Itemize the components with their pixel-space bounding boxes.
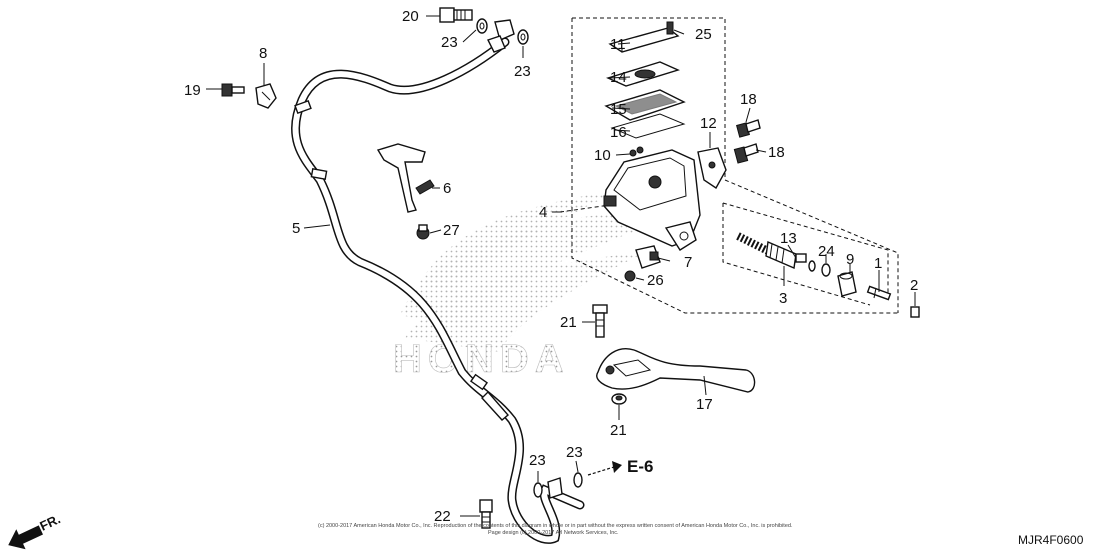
washer-13 xyxy=(808,260,816,272)
callout-23-a: 23 xyxy=(441,34,458,51)
screw-27 xyxy=(416,224,430,240)
reference-arrow xyxy=(587,461,622,476)
push-rod-1 xyxy=(866,285,892,301)
callout-7: 7 xyxy=(684,254,692,271)
callout-2: 2 xyxy=(910,277,918,294)
hose-guide-bracket xyxy=(376,143,435,213)
callout-17: 17 xyxy=(696,396,713,413)
master-cylinder-body xyxy=(603,149,701,251)
callout-27: 27 xyxy=(443,222,460,239)
callout-1: 1 xyxy=(874,255,882,272)
callout-15: 15 xyxy=(610,101,627,118)
callout-21-top: 20 xyxy=(402,8,419,25)
callout-6: 6 xyxy=(443,180,451,197)
hose-clamp-8 xyxy=(255,83,277,109)
cap-screw-25 xyxy=(666,21,674,35)
callout-24: 24 xyxy=(818,243,835,260)
callout-9: 9 xyxy=(846,251,854,268)
callout-18-upper: 18 xyxy=(740,91,757,108)
sealing-washer-lower xyxy=(533,472,583,498)
honda-watermark-text: HONDA xyxy=(393,337,570,381)
callout-18-lower: 18 xyxy=(768,144,785,161)
bolt-20 xyxy=(221,83,245,97)
reservoir-cap xyxy=(608,27,680,53)
callout-10: 10 xyxy=(594,147,611,164)
master-cylinder-holder xyxy=(697,147,727,190)
lever-pivot-bolt xyxy=(592,304,608,338)
callout-8: 8 xyxy=(259,45,267,62)
float-stopper-10 xyxy=(629,146,644,157)
clutch-lever xyxy=(596,348,756,393)
clutch-switch xyxy=(635,245,661,269)
callout-23-b: 23 xyxy=(514,63,531,80)
callout-12: 12 xyxy=(700,115,717,132)
callout-14: 14 xyxy=(610,69,627,86)
front-direction-arrow-icon xyxy=(8,525,43,550)
banjo-bolt-lower xyxy=(479,499,493,529)
diaphragm-plate xyxy=(606,61,680,87)
callout-22: 21 xyxy=(610,422,627,439)
callout-11: 11 xyxy=(610,36,626,53)
piston-set xyxy=(736,232,807,270)
diaphragm xyxy=(604,89,686,121)
clutch-hose xyxy=(291,37,585,544)
hose-fitting-top xyxy=(487,19,515,53)
callout-25: 25 xyxy=(695,26,712,43)
callout-19: 21 xyxy=(560,314,577,331)
callout-23-d: 23 xyxy=(566,444,583,461)
callout-26: 26 xyxy=(647,272,664,289)
lever-pivot-nut xyxy=(611,393,627,405)
leader-lines xyxy=(206,15,916,517)
float-plate xyxy=(610,113,686,139)
callout-16: 16 xyxy=(610,124,627,141)
callouts: 20 23 23 8 19 5 6 27 4 11 25 14 15 16 10… xyxy=(184,8,918,525)
boot-9 xyxy=(837,271,857,297)
switch-screw-26 xyxy=(624,270,636,282)
hose-fitting-lower xyxy=(547,477,563,499)
copyright-line-1: (c) 2000-2017 American Honda Motor Co., … xyxy=(318,523,793,529)
copyright-line-2: Page design (c) 2000-2017 Arl Network Se… xyxy=(488,530,619,536)
banjo-bolt-top xyxy=(439,7,473,23)
callout-23-c: 23 xyxy=(529,452,546,469)
front-direction-label: FR. xyxy=(37,511,62,533)
sealing-washer-top xyxy=(476,18,529,45)
holder-bolt-lower xyxy=(733,143,759,164)
callout-5: 5 xyxy=(292,220,300,237)
honda-wing-watermark xyxy=(400,190,700,352)
callout-13: 13 xyxy=(780,230,797,247)
callout-20: 19 xyxy=(184,82,201,99)
reference-e6[interactable]: E-6 xyxy=(627,457,653,476)
circlip-24 xyxy=(821,263,831,277)
callout-4: 4 xyxy=(539,204,547,221)
callout-3: 3 xyxy=(779,290,787,307)
nut-2 xyxy=(910,306,920,318)
assembly-outline xyxy=(559,17,899,314)
diagram-code: MJR4F0600 xyxy=(1018,533,1084,547)
callout-21-lower: 22 xyxy=(434,508,451,525)
holder-bolt-upper xyxy=(736,119,761,138)
